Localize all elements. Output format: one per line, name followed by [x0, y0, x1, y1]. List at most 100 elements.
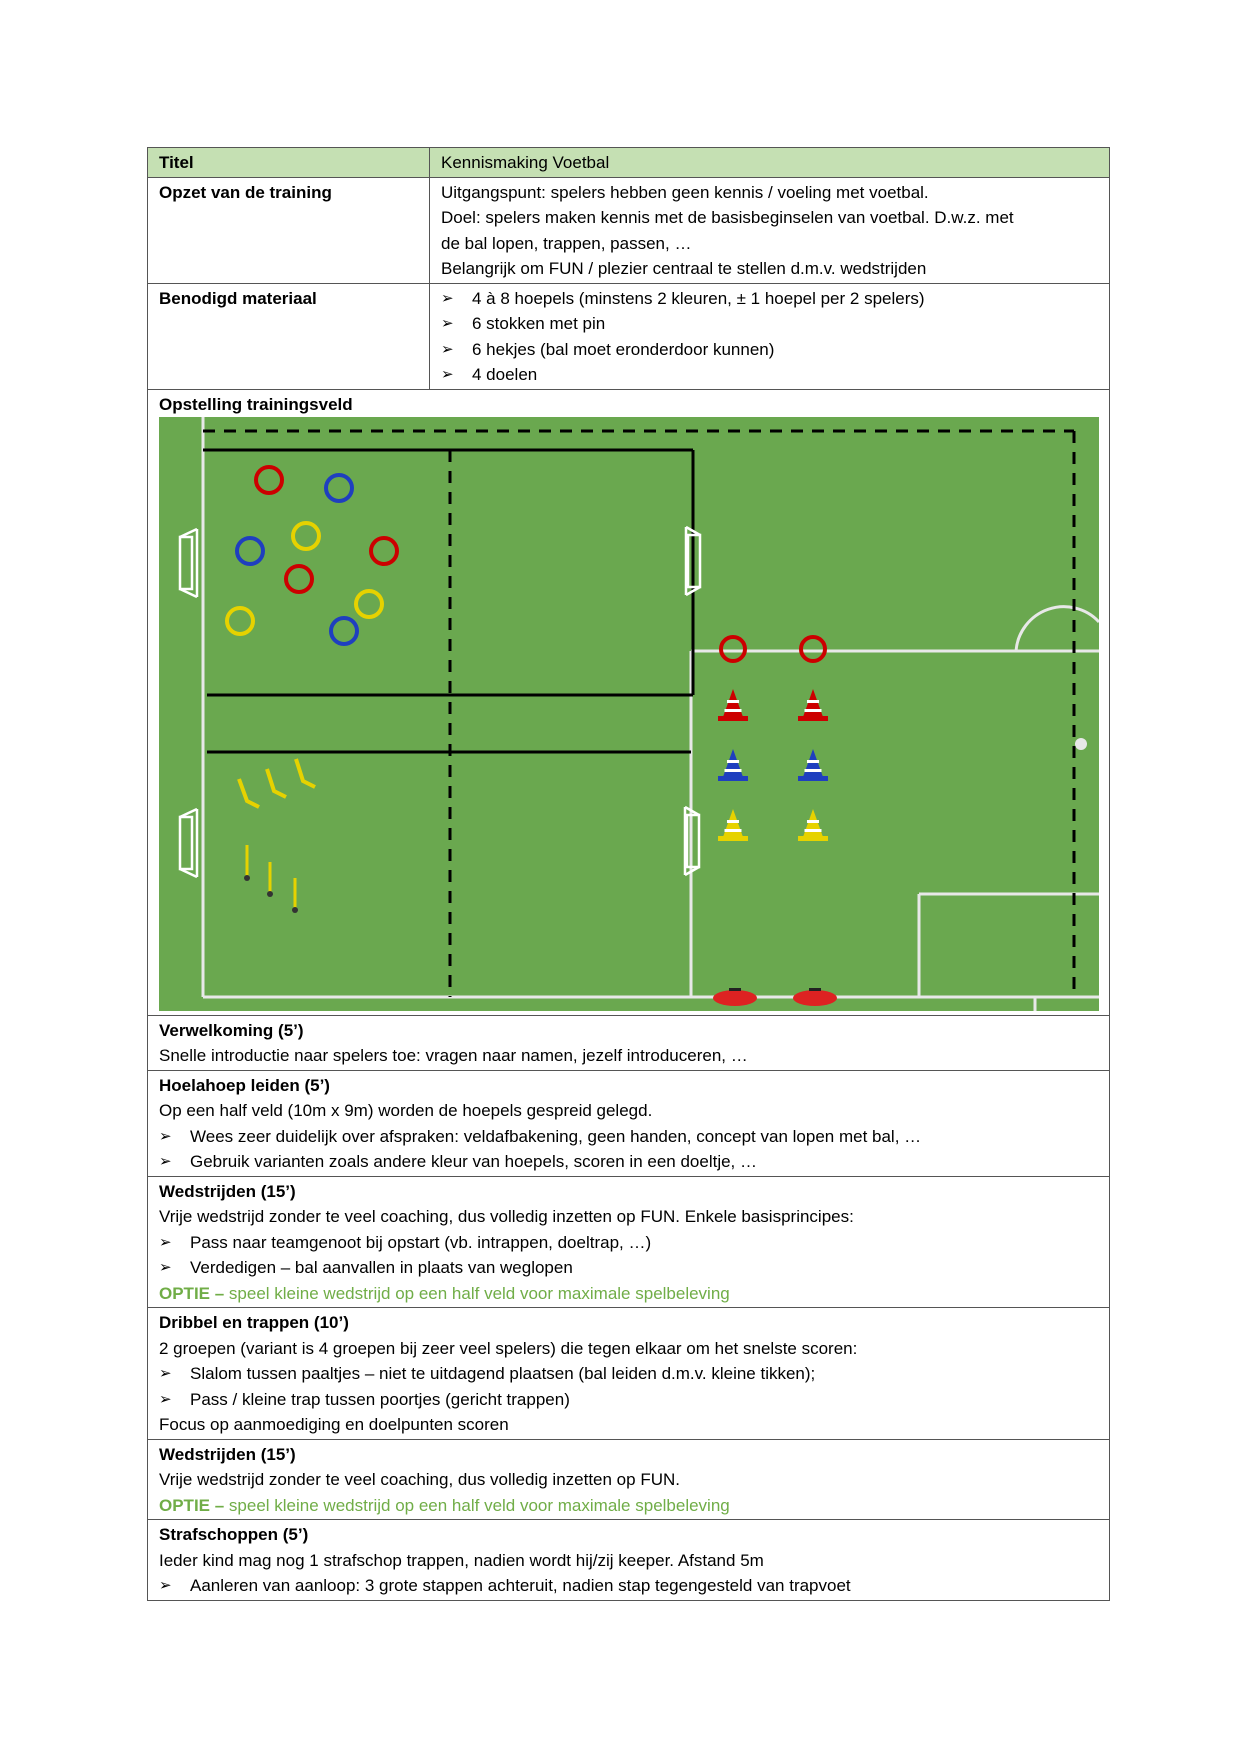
- hurdle-icon: [294, 757, 316, 789]
- opzet-line: Belangrijk om FUN / plezier centraal te …: [441, 259, 927, 278]
- arrow-bullet-icon: ➢: [159, 1259, 172, 1276]
- field-cell: Opstelling trainingsveld: [147, 388, 1110, 1016]
- section-row: Dribbel en trappen (10’) 2 groepen (varia…: [147, 1307, 1110, 1440]
- section-title: Verwelkoming (5’): [159, 1020, 304, 1040]
- goal-icon: [178, 527, 199, 598]
- hurdles: [237, 757, 316, 809]
- arrow-bullet-icon: ➢: [159, 1233, 172, 1251]
- arrow-bullet-icon: ➢: [159, 1365, 172, 1382]
- dashed-lines: [203, 429, 1076, 997]
- list-item: ➢Slalom tussen paaltjes – niet te uitdag…: [159, 1361, 1098, 1387]
- list-item: ➢4 doelen: [441, 362, 1098, 388]
- section-cell: Hoelahoep leiden (5’) Op een half veld (1…: [147, 1069, 1110, 1177]
- opzet-text: Uitgangspunt: spelers hebben geen kennis…: [429, 176, 1110, 284]
- section-text: Vrije wedstrijd zonder te veel coaching,…: [159, 1470, 680, 1489]
- section-row: Wedstrijden (15’) Vrije wedstrijd zonder …: [147, 1438, 1110, 1520]
- arrow-bullet-icon: ➢: [441, 289, 454, 307]
- goal-icon: [178, 807, 199, 878]
- title-value: Kennismaking Voetbal: [429, 147, 1110, 178]
- list-item: ➢Gebruik varianten zoals andere kleur va…: [159, 1149, 1098, 1175]
- title-row: Titel Kennismaking Voetbal: [147, 147, 1110, 178]
- section-title: Dribbel en trappen (10’): [159, 1313, 349, 1332]
- training-table: Titel Kennismaking Voetbal Opzet van de …: [147, 147, 1110, 1601]
- yellow-hoop-icon: [354, 588, 384, 619]
- pole-bases: [244, 874, 298, 913]
- cone-icon: [718, 688, 748, 721]
- cone-icon: [798, 748, 828, 781]
- section-cell: Strafschoppen (5’) Ieder kind mag nog 1 s…: [147, 1519, 1110, 1601]
- section-cell: Wedstrijden (15’) Vrije wedstrijd zonder …: [147, 1438, 1110, 1520]
- red-hoop-icon: [254, 464, 284, 495]
- opzet-line: Doel: spelers maken kennis met de basisb…: [441, 208, 1014, 227]
- materiaal-label: Benodigd materiaal: [147, 282, 430, 390]
- yellow-hoop-icon: [225, 605, 255, 636]
- cone-icon: [798, 808, 828, 841]
- arrow-bullet-icon: ➢: [441, 366, 454, 383]
- list-item: ➢Wees zeer duidelijk over afspraken: vel…: [159, 1124, 1098, 1150]
- section-cell: Dribbel en trappen (10’) 2 groepen (varia…: [147, 1307, 1110, 1440]
- arrow-bullet-icon: ➢: [441, 340, 454, 358]
- list-item: ➢6 hekjes (bal moet eronderdoor kunnen): [441, 337, 1098, 363]
- section-row: Strafschoppen (5’) Ieder kind mag nog 1 s…: [147, 1519, 1110, 1601]
- option-label: OPTIE –: [159, 1495, 225, 1515]
- list-item: ➢Pass naar teamgenoot bij opstart (vb. i…: [159, 1230, 1098, 1256]
- section-text: 2 groepen (variant is 4 groepen bij zeer…: [159, 1338, 858, 1358]
- goals: [178, 525, 702, 878]
- blue-hoop-icon: [324, 472, 354, 503]
- materiaal-list: ➢4 à 8 hoepels (minstens 2 kleuren, ± 1 …: [429, 282, 1110, 390]
- training-document: Titel Kennismaking Voetbal Opzet van de …: [147, 147, 1110, 1601]
- list-item: ➢Aanleren van aanloop: 3 grote stappen a…: [159, 1573, 1098, 1599]
- opzet-line: Uitgangspunt: spelers hebben geen kennis…: [441, 182, 929, 202]
- section-title: Strafschoppen (5’): [159, 1525, 309, 1544]
- opzet-label: Opzet van de training: [147, 176, 430, 284]
- title-label: Titel: [147, 147, 430, 178]
- section-title: Wedstrijden (15’): [159, 1181, 296, 1201]
- goal-icon: [683, 805, 701, 876]
- list-item: ➢Pass / kleine trap tussen poortjes (ger…: [159, 1387, 1098, 1413]
- hurdle-icon: [237, 777, 260, 809]
- option-text: speel kleine wedstrijd op een half veld …: [224, 1495, 730, 1515]
- opzet-line: de bal lopen, trappen, passen, …: [441, 233, 692, 253]
- training-field-diagram: [159, 416, 1099, 1011]
- blue-hoop-icon: [235, 535, 265, 566]
- grass-area: [159, 416, 1099, 1011]
- arrow-bullet-icon: ➢: [159, 1577, 172, 1594]
- flat-disc-icon: [793, 989, 837, 1006]
- disc-marks: [729, 987, 821, 991]
- list-item: ➢4 à 8 hoepels (minstens 2 kleuren, ± 1 …: [441, 286, 1098, 312]
- penalty-spot: [1075, 737, 1087, 750]
- section-title: Wedstrijden (15’): [159, 1444, 296, 1464]
- section-row: Verwelkoming (5’) Snelle introductie naar…: [147, 1014, 1110, 1071]
- arrow-bullet-icon: ➢: [159, 1127, 172, 1145]
- hurdle-icon: [265, 767, 287, 799]
- field-row: Opstelling trainingsveld: [147, 388, 1110, 1016]
- flat-discs: [713, 989, 837, 1006]
- blue-hoop-icon: [329, 615, 359, 646]
- section-cell: Verwelkoming (5’) Snelle introductie naar…: [147, 1014, 1110, 1071]
- section-text: Ieder kind mag nog 1 strafschop trappen,…: [159, 1550, 764, 1570]
- arrow-bullet-icon: ➢: [159, 1390, 172, 1408]
- section-text: Vrije wedstrijd zonder te veel coaching,…: [159, 1207, 854, 1226]
- cone-icon: [718, 808, 748, 841]
- section-text: Snelle introductie naar spelers toe: vra…: [159, 1046, 748, 1065]
- red-hoop-icon: [799, 634, 827, 663]
- materiaal-row: Benodigd materiaal ➢4 à 8 hoepels (minst…: [147, 282, 1110, 390]
- section-cell: Wedstrijden (15’) Vrije wedstrijd zonder …: [147, 1175, 1110, 1308]
- red-hoop-icon: [719, 634, 747, 663]
- poles: [245, 844, 297, 909]
- option-note: OPTIE – speel kleine wedstrijd op een ha…: [159, 1493, 1098, 1519]
- section-row: Wedstrijden (15’) Vrije wedstrijd zonder …: [147, 1175, 1110, 1308]
- goal-icon: [684, 525, 702, 596]
- section-row: Hoelahoep leiden (5’) Op een half veld (1…: [147, 1069, 1110, 1177]
- hoops: [225, 464, 827, 663]
- section-title: Hoelahoep leiden (5’): [159, 1075, 330, 1095]
- section-text: Focus op aanmoediging en doelpunten scor…: [159, 1415, 509, 1434]
- list-item: ➢6 stokken met pin: [441, 311, 1098, 337]
- arrow-bullet-icon: ➢: [441, 315, 454, 332]
- section-text: Op een half veld (10m x 9m) worden de ho…: [159, 1101, 653, 1120]
- arrow-bullet-icon: ➢: [159, 1153, 172, 1170]
- list-item: ➢Verdedigen – bal aanvallen in plaats va…: [159, 1255, 1098, 1281]
- option-note: OPTIE – speel kleine wedstrijd op een ha…: [159, 1281, 1098, 1307]
- yellow-hoop-icon: [291, 520, 321, 551]
- cone-icon: [718, 748, 748, 781]
